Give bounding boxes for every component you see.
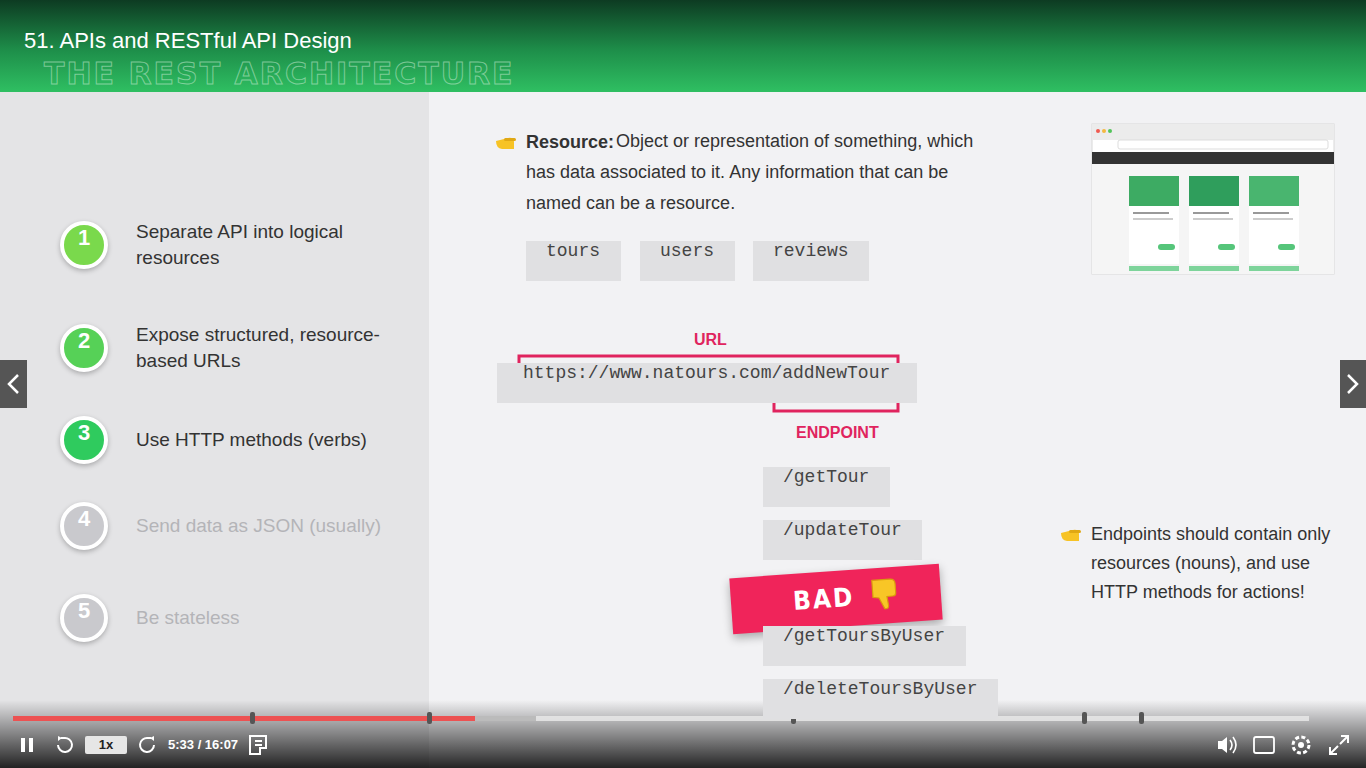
step-number: 2 <box>64 328 104 354</box>
pause-icon <box>21 738 33 752</box>
code-text: /getToursByUser <box>763 626 966 646</box>
endpoint-note: Endpoints should contain only resources … <box>1091 520 1331 607</box>
code-box: /getTour <box>763 467 890 507</box>
step-number: 3 <box>64 420 104 446</box>
code-box: /deleteToursByUser <box>763 679 998 719</box>
pointing-hand <box>496 138 516 149</box>
code-box: users <box>640 241 735 281</box>
code-text: reviews <box>753 241 869 261</box>
code-box: reviews <box>753 241 869 281</box>
step-circle: 4Send data as JSON (usually) <box>60 502 108 550</box>
step-text: Use HTTP methods (verbs) <box>136 427 391 453</box>
chevron-right <box>1348 375 1357 393</box>
step-circle: 1Separate API into logical resources <box>60 221 108 269</box>
volume-icon <box>1218 737 1227 753</box>
code-text: /deleteToursByUser <box>763 679 998 699</box>
progress-bar <box>13 716 475 721</box>
rewind-icon <box>58 738 72 752</box>
step-circle: 3Use HTTP methods (verbs) <box>60 416 108 464</box>
code-text: tours <box>526 241 621 261</box>
resource-definition: Object or representation of something, w… <box>526 126 996 219</box>
player-footer <box>0 700 1366 768</box>
code-box: /getToursByUser <box>763 626 966 666</box>
thumbs-down-icon <box>868 574 904 612</box>
settings-hub <box>1298 742 1304 748</box>
code-box: tours <box>526 241 621 281</box>
add-note-icon <box>250 736 266 754</box>
step-number: 4 <box>64 506 104 532</box>
forward-arrow <box>150 736 154 741</box>
video-title: 51. APIs and RESTful API Design <box>24 28 352 54</box>
url-label: URL <box>694 331 727 349</box>
speed-label: 1x <box>85 737 127 752</box>
step-number: 1 <box>64 225 104 251</box>
step-text: Be stateless <box>136 605 391 631</box>
pointing-hand <box>1061 530 1081 541</box>
step-number: 5 <box>64 598 104 624</box>
forward-icon <box>140 738 154 752</box>
exit-fullscreen-icon <box>1330 736 1348 754</box>
left-panel <box>0 92 429 768</box>
badge-text: BAD <box>792 582 855 616</box>
step-text: Expose structured, resource-based URLs <box>136 322 391 374</box>
code-box: https://www.natours.com/addNewTour <box>497 363 917 403</box>
chapter-markers <box>250 712 1144 724</box>
endpoint-label: ENDPOINT <box>796 424 879 442</box>
code-box: /updateTour <box>763 520 922 560</box>
buffered-bar <box>13 716 536 721</box>
progress-track <box>13 716 1309 721</box>
speed-box <box>85 736 127 754</box>
resource-term: Resource: <box>526 132 614 153</box>
website-screenshot <box>1092 124 1334 274</box>
captions-icon <box>1254 737 1274 753</box>
step-text: Send data as JSON (usually) <box>136 513 391 539</box>
code-text: https://www.natours.com/addNewTour <box>497 363 917 383</box>
code-text: users <box>640 241 735 261</box>
prev-button <box>0 360 27 408</box>
chevron-left <box>9 375 18 393</box>
settings-icon <box>1293 737 1309 753</box>
step-circle: 2Expose structured, resource-based URLs <box>60 324 108 372</box>
volume-waves <box>1230 737 1236 753</box>
step-text: Separate API into logical resources <box>136 219 391 271</box>
next-button <box>1340 360 1366 408</box>
code-text: /getTour <box>763 467 890 487</box>
code-text: /updateTour <box>763 520 922 540</box>
bad-badge: BAD <box>729 564 942 635</box>
step-circle: 5Be stateless <box>60 594 108 642</box>
slide-heading-ghost: THE REST ARCHITECTURE <box>44 56 515 91</box>
rewind-arrow <box>58 736 62 741</box>
header-band <box>0 0 1366 92</box>
time-label: 5:33 / 16:07 <box>168 737 238 752</box>
